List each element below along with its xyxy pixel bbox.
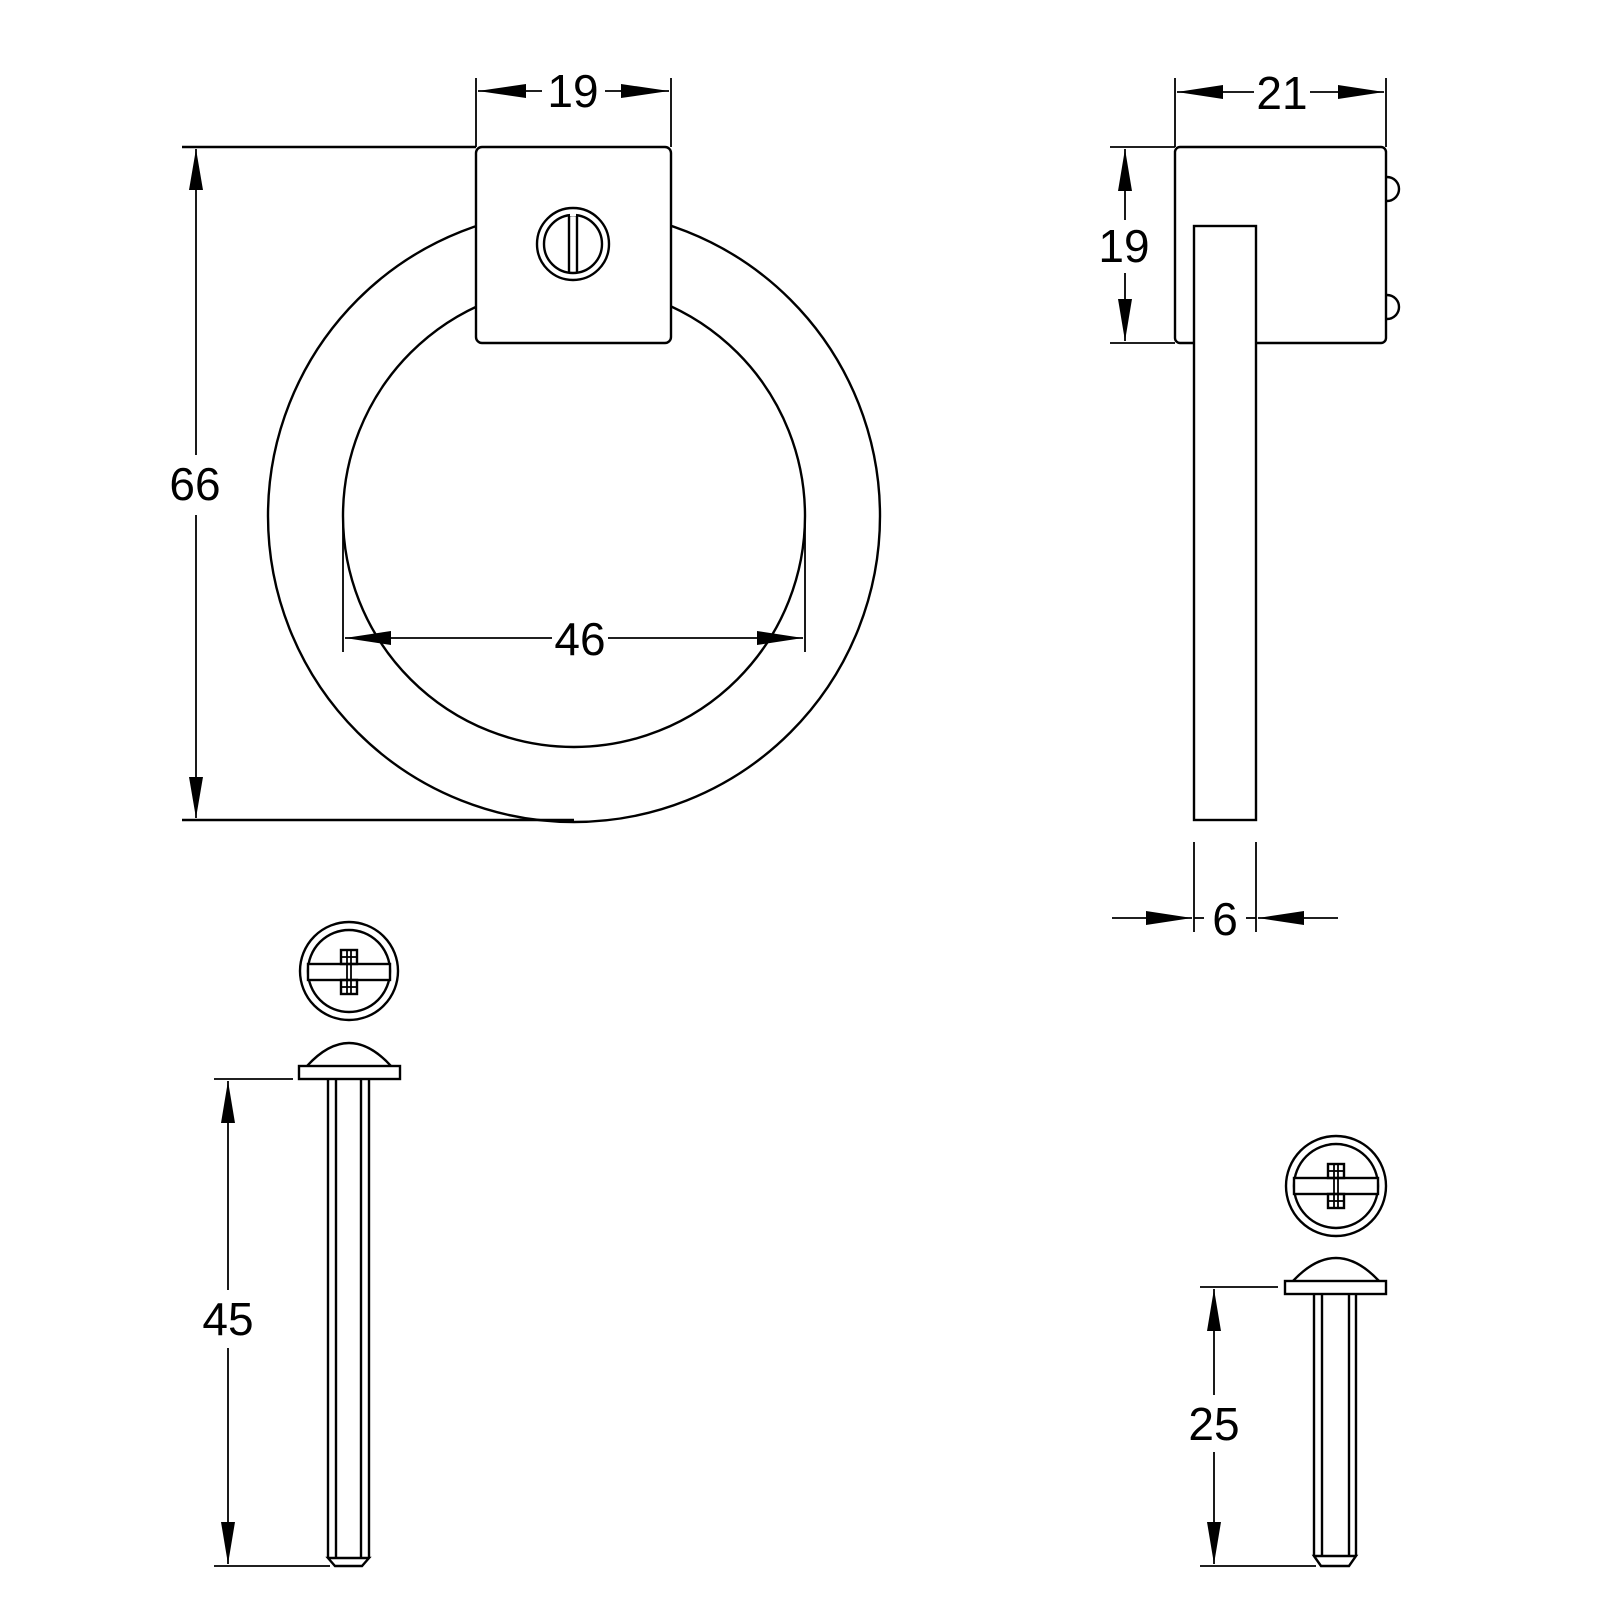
screw-long: 45: [202, 920, 402, 1568]
screw-head-top-icon: [1284, 1134, 1388, 1238]
dimension-screw-length-short: 25: [1188, 1286, 1316, 1567]
backplate-screw-icon: [535, 206, 611, 282]
side-view: 21 19 6: [1098, 67, 1401, 945]
dimension-label: 45: [202, 1293, 253, 1345]
dimension-label: 21: [1256, 67, 1307, 119]
backplate: [474, 145, 673, 345]
dimension-label: 46: [554, 613, 605, 665]
side-ring-bar: [1192, 224, 1258, 822]
dimension-screw-length-long: 45: [202, 1078, 330, 1567]
dimension-overall-depth: 21: [1174, 67, 1387, 147]
dimension-label: 66: [169, 458, 220, 510]
screw-head-top-icon: [298, 920, 400, 1022]
dimension-label: 19: [547, 65, 598, 117]
dimension-backplate-height: 19: [1098, 146, 1175, 344]
side-screw-bump: [1386, 293, 1401, 321]
dimension-label: 19: [1098, 220, 1149, 272]
side-backplate: [1173, 145, 1388, 345]
dimension-ring-thickness: 6: [1112, 842, 1338, 945]
screw-short: 25: [1188, 1134, 1388, 1568]
dimension-label: 25: [1188, 1398, 1239, 1450]
dimension-ring-inner-diameter: 46: [342, 510, 806, 665]
dimension-backplate-width: 19: [475, 65, 672, 147]
dimension-label: 6: [1212, 893, 1238, 945]
side-screw-bump: [1386, 175, 1401, 203]
ring-inner: [341, 283, 807, 749]
front-view: 19 66 46: [169, 65, 882, 824]
dimension-overall-height: 66: [169, 145, 574, 822]
